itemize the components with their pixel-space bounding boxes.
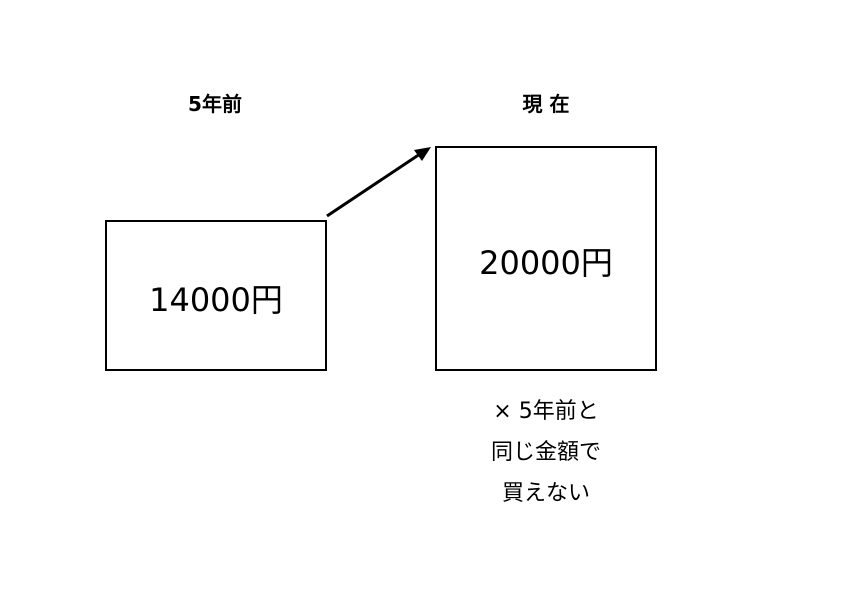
now-box bbox=[435, 146, 657, 371]
before-box bbox=[105, 220, 327, 371]
before-amount: 14000円 bbox=[149, 281, 283, 319]
now-amount: 20000円 bbox=[479, 244, 613, 282]
before-heading: 5年前 bbox=[188, 92, 242, 116]
note-line: × 5年前と bbox=[493, 399, 599, 424]
note: × 5年前と 同じ金額で 買えない bbox=[446, 391, 646, 514]
note-line: 買えない bbox=[501, 481, 590, 506]
now-heading: 現 在 bbox=[522, 92, 570, 116]
note-line: 同じ金額で bbox=[490, 440, 601, 465]
arrow-head-icon bbox=[414, 147, 431, 161]
arrow-shaft bbox=[326, 152, 421, 218]
